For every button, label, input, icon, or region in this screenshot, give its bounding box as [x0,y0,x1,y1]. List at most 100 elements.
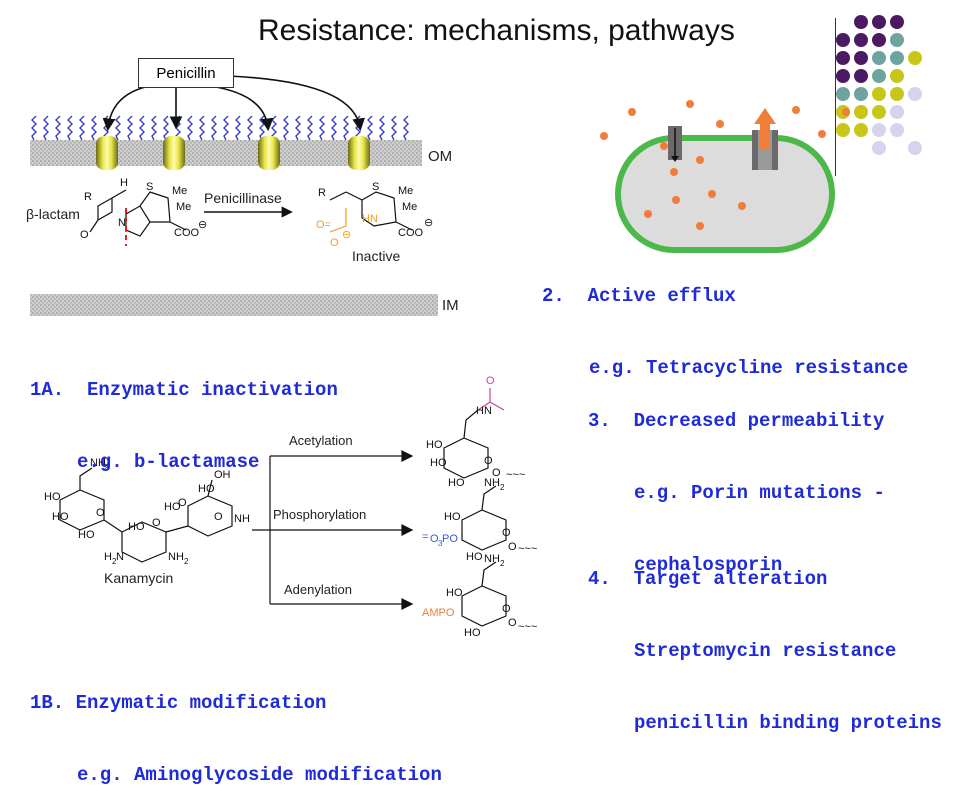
lps-chain [343,115,349,141]
svg-text:HO: HO [78,529,95,541]
svg-text:PO: PO [442,533,458,545]
penicillin-label: Penicillin [138,58,234,88]
mechanism-3-title: 3. Decreased permeability [588,410,885,432]
svg-text:HO: HO [464,627,481,639]
inner-membrane [30,294,438,316]
decorative-dot [854,15,868,29]
svg-text:~~~: ~~~ [506,469,525,481]
svg-text:H: H [104,551,112,563]
svg-text:HO: HO [466,551,483,563]
svg-text:O: O [492,467,501,479]
svg-text:HO: HO [52,511,69,523]
svg-text:HN: HN [362,213,378,225]
lps-chain [199,115,205,141]
adenylated-product [461,561,507,627]
mechanism-1b-example: e.g. Aminoglycoside modification [77,764,442,786]
svg-text:Me: Me [402,201,417,213]
lps-chain [55,115,61,141]
mechanism-4: 4. Target alteration Streptomycin resist… [588,519,942,759]
porin-channel [668,126,682,162]
kanamycin-structure [59,467,233,563]
penicillin-arrows [102,75,365,132]
lps-chain [151,115,157,141]
decorative-dot [854,51,868,65]
svg-text:O: O [508,617,517,629]
lps-chain [283,115,289,141]
svg-text:O: O [508,541,517,553]
mechanism-1a-title: 1A. Enzymatic inactivation [30,379,338,401]
decorative-dot [836,123,850,137]
om-label: OM [428,148,453,165]
lps-chain [223,115,229,141]
svg-text:NH: NH [168,551,184,563]
decorative-dot [890,87,904,101]
decorative-dot [872,123,886,137]
svg-text:NH: NH [484,553,500,565]
svg-text:HO: HO [164,501,181,513]
decorative-dot [872,87,886,101]
lps-chain [187,115,193,141]
lps-chain [403,115,409,141]
svg-text:O: O [484,455,493,467]
svg-text:Me: Me [172,185,187,197]
svg-text:3: 3 [438,539,443,548]
svg-text:NH: NH [484,477,500,489]
svg-text:HO: HO [430,457,447,469]
svg-text:O: O [152,517,161,529]
svg-text:2: 2 [500,559,505,568]
decorative-dot [854,33,868,47]
decorative-dot [872,51,886,65]
lps-chain [331,115,337,141]
svg-text:R: R [84,191,92,203]
kanamycin-label: Kanamycin [104,570,174,586]
lps-chain [295,115,301,141]
mechanism-1b: 1B. Enzymatic modification e.g. Aminogly… [30,643,442,811]
svg-text:HO: HO [44,491,61,503]
decorative-dot [890,69,904,83]
svg-text:O: O [178,497,187,509]
svg-text:N: N [118,217,126,229]
decorative-dot [908,87,922,101]
efflux-diagram [600,100,850,253]
phosphorylated-product [461,485,507,551]
svg-text:~~~: ~~~ [518,621,537,633]
svg-text:AMPO: AMPO [422,607,455,619]
bacterial-cell [615,135,835,253]
lps-chains [31,115,409,141]
svg-text:2: 2 [112,557,117,566]
inactive-labels: R S Me Me HN O= O ⊖ COO ⊖ [316,181,433,249]
svg-text:HN: HN [476,405,492,417]
divider-line [835,18,836,176]
decorative-dot [890,123,904,137]
mechanism-2-title: 2. Active efflux [542,285,736,307]
svg-text:Me: Me [176,201,191,213]
decorative-dot [836,51,850,65]
lps-chain [43,115,49,141]
svg-text:HO: HO [446,587,463,599]
svg-text:2: 2 [500,483,505,492]
svg-text:2: 2 [104,463,109,472]
svg-text:COO: COO [398,227,424,239]
modification-arrows [252,450,414,610]
decorative-dot [854,123,868,137]
lps-chain [139,115,145,141]
porins [96,136,370,170]
lps-chain [247,115,253,141]
efflux-pump [752,108,778,170]
svg-text:S: S [372,181,379,193]
decorative-dot [854,105,868,119]
decorative-dot [908,51,922,65]
svg-text:O: O [330,237,339,249]
lps-chain [79,115,85,141]
svg-text:COO: COO [174,227,200,239]
beta-lactam-labels: R H S Me Me N O COO ⊖ [80,177,207,241]
mechanism-3-example-2: cephalosporin [634,554,783,576]
lps-chain [307,115,313,141]
lps-chain [235,115,241,141]
svg-text:O: O [502,527,511,539]
svg-text:Me: Me [398,185,413,197]
svg-text:R: R [318,187,326,199]
svg-text:HO: HO [426,439,443,451]
svg-text:O=: O= [316,219,331,231]
